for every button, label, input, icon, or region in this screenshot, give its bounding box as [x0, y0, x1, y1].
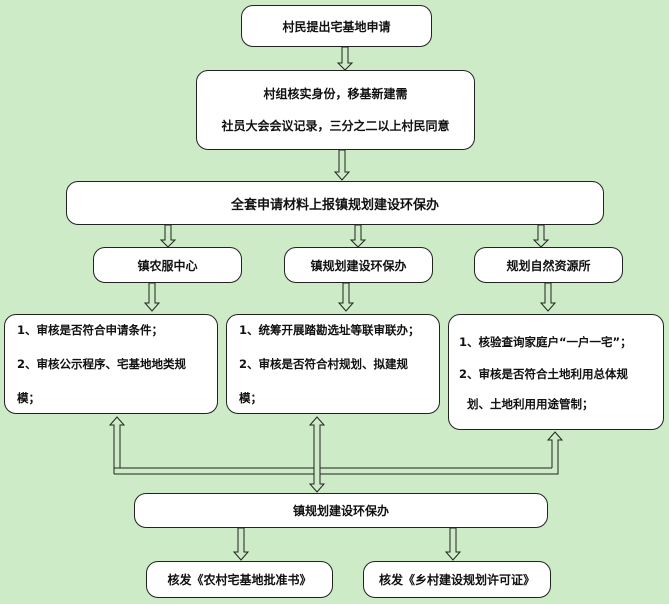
review-planning: 1、统筹开展踏勘选址等联审联办； 2、审核是否符合村规划、拟建规模；: [226, 314, 440, 414]
arrow-office-to-approval: [232, 527, 250, 561]
step-verify-line-2: 社员大会会议记录，三分之二以上村民同意: [221, 119, 450, 133]
step-submit-label: 全套申请材料上报镇规划建设环保办: [230, 197, 439, 213]
dept-resources: 规划自然资源所: [474, 247, 623, 283]
review-resources-item-1: 1、核验查询家庭户“一户一宅”；: [459, 335, 632, 349]
arrow-office-to-permit: [444, 527, 462, 561]
dept-planning: 镇规划建设环保办: [284, 247, 433, 283]
arrow-submit-to-resources: [532, 224, 550, 248]
review-planning-item-1: 1、统筹开展踏勘选址等联审联办；: [239, 323, 420, 337]
arrow-planning-to-review: [337, 282, 355, 312]
review-resources: 1、核验查询家庭户“一户一宅”； 2、审核是否符合土地利用总体规 划、土地利用用…: [448, 314, 664, 430]
issue-approval-label: 核发《农村宅基地批准书》: [167, 573, 312, 587]
feedback-line: [114, 467, 552, 475]
arrow-apply-to-verify: [336, 46, 354, 71]
review-service-item-2: 2、审核公示程序、宅基地地类规模；: [17, 357, 186, 405]
step-verify-line-1: 村组核实身份，移基新建需: [263, 87, 408, 101]
dept-service: 镇农服中心: [93, 247, 242, 283]
step-submit: 全套申请材料上报镇规划建设环保办: [66, 181, 604, 225]
review-resources-item-3: 划、土地利用用途管制；: [467, 397, 594, 411]
final-office: 镇规划建设环保办: [134, 493, 548, 528]
dept-resources-label: 规划自然资源所: [506, 258, 591, 273]
arrow-submit-to-planning: [349, 224, 367, 248]
arrow-bidirectional-center: [308, 416, 326, 493]
arrow-up-resources: [546, 431, 564, 468]
step-verify: 村组核实身份，移基新建需 社员大会会议记录，三分之二以上村民同意: [196, 70, 475, 150]
arrow-up-service: [108, 416, 126, 468]
issue-approval: 核发《农村宅基地批准书》: [146, 561, 333, 598]
final-office-label: 镇规划建设环保办: [292, 504, 389, 518]
review-planning-item-2: 2、审核是否符合村规划、拟建规模；: [239, 357, 408, 405]
step-apply-label: 村民提出宅基地申请: [282, 19, 391, 34]
review-service-item-1: 1、审核是否符合申请条件；: [17, 323, 164, 337]
review-resources-item-2: 2、审核是否符合土地利用总体规: [459, 367, 628, 381]
dept-planning-label: 镇规划建设环保办: [310, 258, 407, 273]
issue-permit: 核发《乡村建设规划许可证》: [363, 561, 551, 598]
arrow-submit-to-service: [159, 224, 177, 248]
arrow-verify-to-submit: [333, 149, 351, 181]
step-apply: 村民提出宅基地申请: [241, 5, 432, 47]
arrow-service-to-review: [143, 282, 161, 312]
arrow-resources-to-review: [539, 282, 557, 312]
review-service: 1、审核是否符合申请条件； 2、审核公示程序、宅基地地类规模；: [4, 314, 218, 414]
issue-permit-label: 核发《乡村建设规划许可证》: [378, 573, 535, 587]
dept-service-label: 镇农服中心: [137, 258, 198, 273]
